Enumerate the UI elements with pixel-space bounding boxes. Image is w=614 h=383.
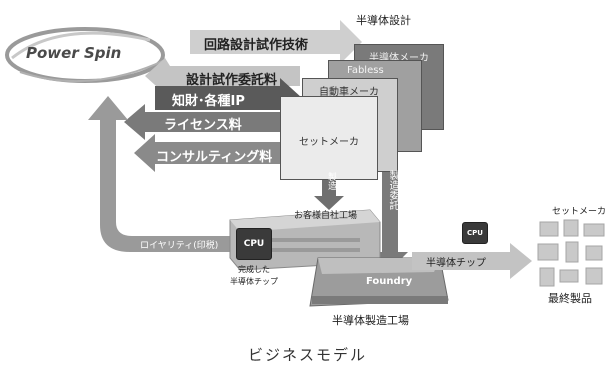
completed-chip-label-2: 半導体チップ — [230, 277, 278, 286]
card-label: 自動車メーカ — [319, 87, 379, 98]
set-maker-top-label: セットメーカ — [552, 207, 607, 217]
design-fee-label: 設計試作委託料 — [186, 73, 278, 88]
ip-arrow — [155, 78, 302, 118]
foundry-label: Foundry — [366, 276, 413, 287]
license-fee-arrow — [124, 104, 280, 140]
logo-swoosh — [5, 27, 166, 83]
small-chip-text: CPU — [467, 229, 483, 237]
design-fee-arrow — [145, 58, 300, 94]
card-set-maker: セットメーカ — [280, 96, 378, 180]
consulting-fee-label: コンサルティング料 — [156, 150, 273, 165]
completed-chip-label-1: 完成した — [238, 265, 270, 274]
customer-factory-label: お客様自社工場 — [294, 211, 358, 221]
semiconductor-design-label: 半導体設計 — [356, 14, 411, 27]
circuit-design-arrow — [190, 20, 362, 64]
small-chip-icon: CPU — [462, 222, 488, 244]
cpu-chip-text: CPU — [243, 239, 265, 249]
royalty-label: ロイヤリティ(印税) — [140, 241, 219, 251]
final-product-label: 最終製品 — [548, 292, 592, 305]
consulting-fee-arrow — [134, 134, 280, 172]
manufacturing-arrow — [314, 170, 344, 210]
card-label: セットメーカ — [299, 137, 359, 148]
manufacturing-label: 製造 — [326, 172, 336, 190]
circuit-design-tech-label: 回路設計試作技術 — [204, 38, 309, 53]
ip-label: 知財･各種IP — [172, 94, 245, 109]
card-label: Fabless — [347, 65, 384, 76]
chip-to-setmaker-arrow — [412, 243, 532, 279]
final-product-icons — [537, 219, 605, 287]
cpu-chip-icon: CPU — [236, 228, 272, 260]
powerspin-logo: Power Spin — [26, 44, 122, 62]
outsourcing-label: 製造委託 — [387, 170, 398, 210]
card-label: 半導体メーカ — [369, 53, 429, 64]
footer-title: ビジネスモデル — [248, 346, 368, 364]
semiconductor-factory-label: 半導体製造工場 — [332, 314, 409, 327]
license-fee-label: ライセンス料 — [164, 118, 242, 133]
outsourcing-arrow — [372, 148, 408, 270]
semiconductor-chip-label: 半導体チップ — [426, 258, 486, 269]
royalty-arrow — [88, 96, 238, 252]
